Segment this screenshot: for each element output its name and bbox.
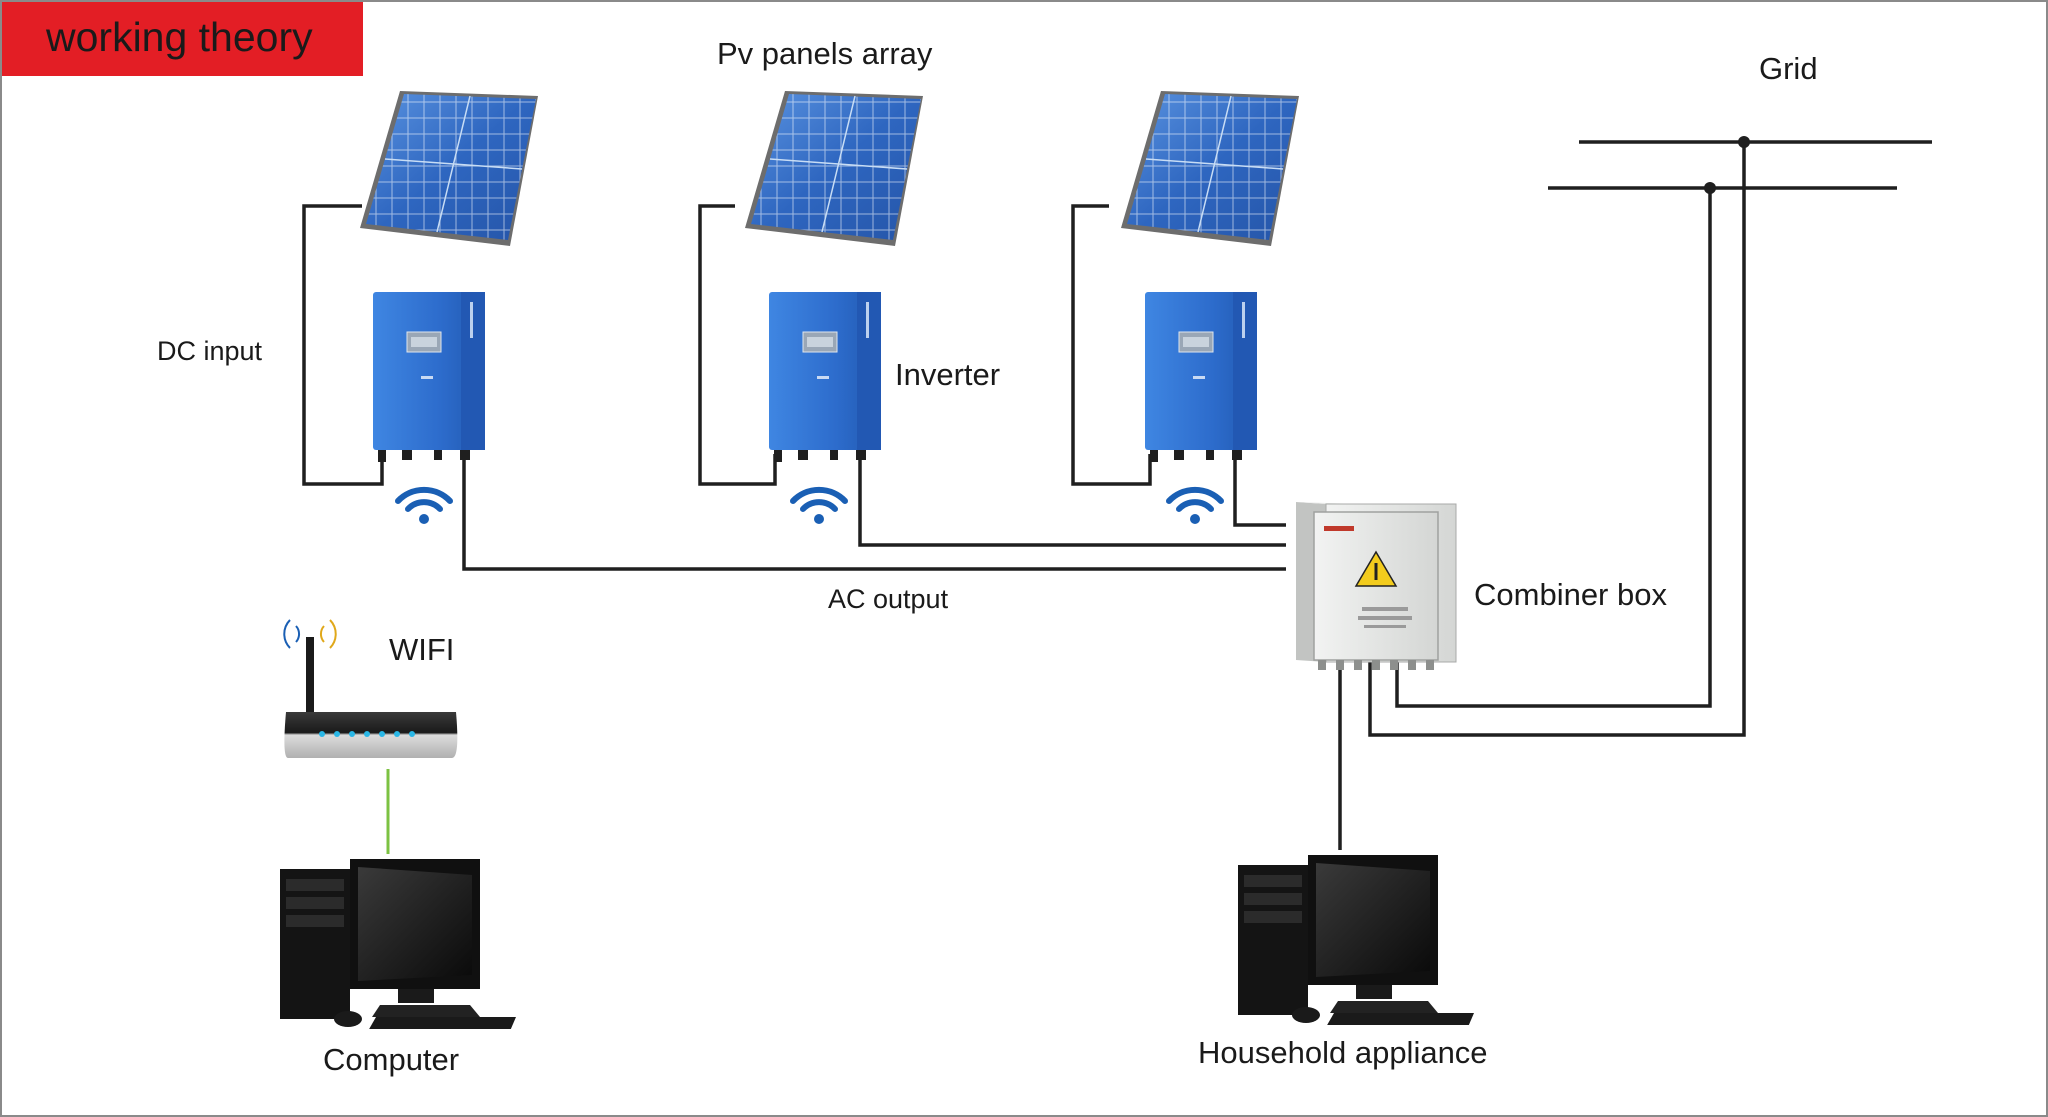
- router-icon: [283, 619, 458, 758]
- title-banner: working theory: [2, 2, 363, 76]
- grid-feed-wire-1: [1368, 142, 1746, 737]
- ac-output-wire-1: [462, 454, 1286, 571]
- combiner-box-label: Combiner box: [1474, 577, 1667, 612]
- inverter-connectors: [378, 450, 1242, 462]
- pv-panels-label: Pv panels array: [717, 36, 933, 71]
- ac-output-wire-3: [1233, 454, 1286, 527]
- inverter-label: Inverter: [895, 357, 1001, 392]
- grid-label: Grid: [1759, 51, 1818, 86]
- ac-output-wire-2: [858, 454, 1286, 547]
- dc-input-wire-1: [302, 204, 384, 486]
- grid-junction-1: [1738, 136, 1750, 148]
- grid-feed-wire-2: [1395, 188, 1712, 708]
- wifi-signal-icon: [793, 490, 845, 524]
- solar-panel-icon: [1121, 90, 1300, 246]
- desktop-computer-icon: [1238, 855, 1474, 1025]
- wifi-signal-icon: [398, 490, 450, 524]
- inverter-icon: [373, 292, 485, 451]
- desktop-computer-icon: [280, 859, 516, 1029]
- inverter-icon: [1145, 292, 1257, 451]
- wiring: [302, 140, 1932, 850]
- dc-input-wire-3: [1071, 204, 1152, 486]
- solar-panel-icon: [360, 90, 539, 246]
- wifi-label: WIFI: [389, 632, 455, 667]
- combiner-box-icon: [1296, 502, 1457, 670]
- grid-junction-2: [1704, 182, 1716, 194]
- dc-input-wire-2: [698, 204, 777, 486]
- dc-input-label: DC input: [157, 336, 263, 366]
- ac-output-label: AC output: [828, 584, 949, 614]
- wifi-signal-icon: [1169, 490, 1221, 524]
- household-appliance-label: Household appliance: [1198, 1035, 1488, 1070]
- solar-panel-icon: [745, 90, 924, 246]
- computer-label: Computer: [323, 1042, 460, 1077]
- inverter-icon: [769, 292, 881, 451]
